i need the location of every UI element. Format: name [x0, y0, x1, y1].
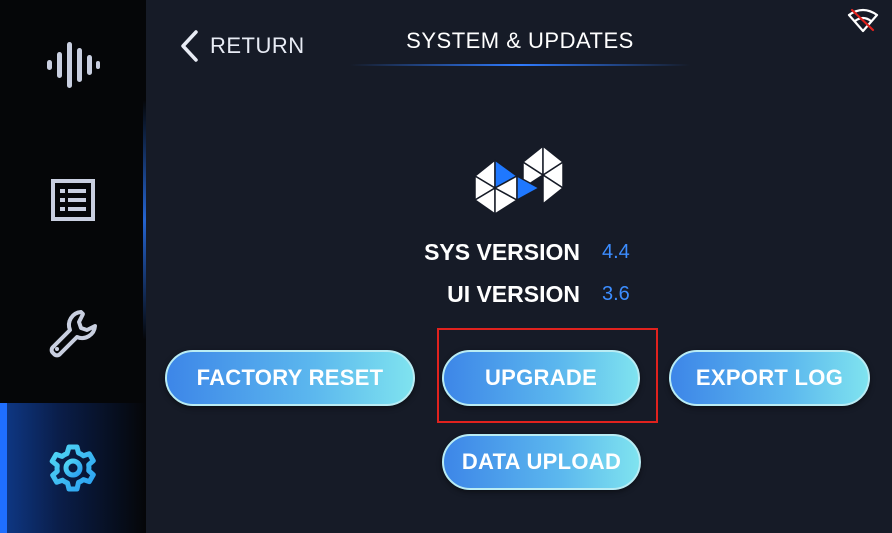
ui-version-row: UI VERSION 3.6 — [410, 279, 630, 309]
factory-reset-button[interactable]: FACTORY RESET — [165, 350, 415, 406]
ui-version-label: UI VERSION — [447, 280, 580, 307]
highlight-box — [437, 328, 658, 423]
title-underline — [350, 64, 690, 66]
sidebar-item-audio[interactable] — [0, 0, 146, 130]
audio-wave-icon — [47, 42, 100, 88]
document-list-icon — [51, 179, 95, 221]
data-upload-button[interactable]: DATA UPLOAD — [442, 434, 641, 490]
upgrade-button[interactable]: UPGRADE — [442, 350, 640, 406]
sidebar-item-tools[interactable] — [0, 268, 146, 398]
sys-version-row: SYS VERSION 4.4 — [410, 237, 630, 267]
brand-logo-icon — [473, 144, 565, 221]
return-button[interactable]: RETURN — [180, 28, 305, 64]
sidebar-item-logs[interactable] — [0, 135, 146, 265]
wrench-icon — [49, 310, 97, 358]
sidebar — [0, 0, 146, 533]
chevron-left-icon — [181, 30, 198, 62]
sidebar-item-settings[interactable] — [0, 403, 146, 533]
return-label: RETURN — [210, 33, 305, 58]
ui-version-value: 3.6 — [602, 282, 630, 305]
gear-icon — [49, 444, 96, 492]
wifi-off-icon — [847, 8, 879, 39]
export-log-button[interactable]: EXPORT LOG — [669, 350, 870, 406]
sys-version-value: 4.4 — [602, 240, 630, 263]
sys-version-label: SYS VERSION — [424, 238, 580, 265]
page-title: SYSTEM & UPDATES — [406, 28, 634, 53]
